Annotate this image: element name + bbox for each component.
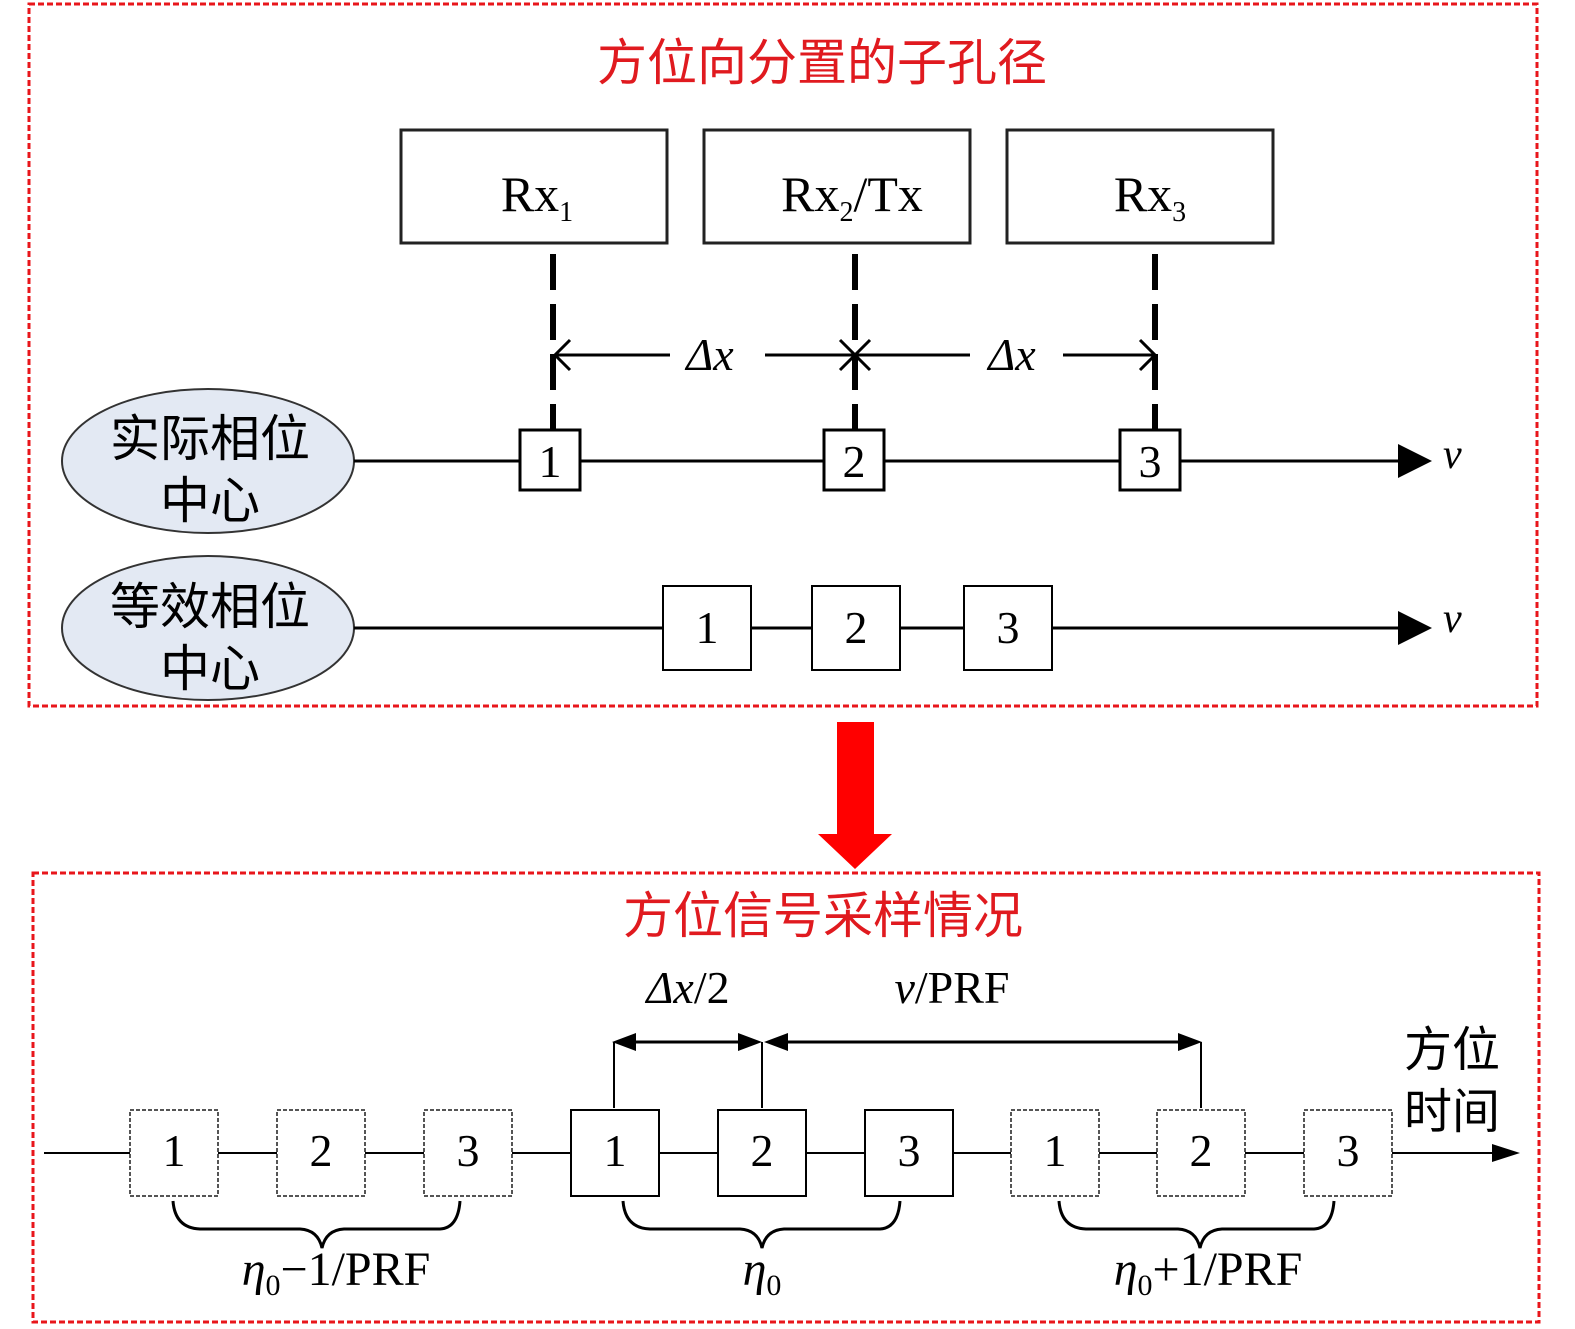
group-label-previous: η0−1/PRF xyxy=(242,1243,431,1302)
antenna-rx1-sub: 1 xyxy=(559,197,573,228)
svg-text:3: 3 xyxy=(1139,436,1162,487)
equivalent-box-1: 1 xyxy=(662,585,752,671)
equivalent-box-2: 2 xyxy=(811,585,901,671)
sample-box: 2 xyxy=(717,1109,807,1197)
svg-text:2: 2 xyxy=(843,436,866,487)
svg-text:3: 3 xyxy=(997,602,1020,653)
svg-text:2: 2 xyxy=(310,1125,333,1176)
svg-text:Δx: Δx xyxy=(986,329,1036,380)
actual-axis-arrowhead xyxy=(1398,444,1432,478)
svg-text:Rx2/Tx: Rx2/Tx xyxy=(781,166,923,228)
svg-text:Δx: Δx xyxy=(684,329,734,380)
antenna-rx1-base: Rx xyxy=(501,166,559,222)
equivalent-box-3: 3 xyxy=(963,585,1053,671)
prf-spacing-dimension xyxy=(764,1033,1202,1108)
spacing-dimension-right: Δx xyxy=(852,329,1158,380)
group-label-current: η0 xyxy=(743,1243,782,1302)
actual-phase-center-line2: 中心 xyxy=(160,472,260,530)
half-spacing-dimension xyxy=(612,1033,763,1108)
equivalent-axis-arrowhead xyxy=(1398,611,1432,645)
sample-box: 3 xyxy=(864,1109,954,1197)
svg-text:2: 2 xyxy=(1190,1125,1213,1176)
svg-text:1: 1 xyxy=(163,1125,186,1176)
azimuth-time-arrowhead xyxy=(1492,1144,1520,1162)
actual-phase-center-line1: 实际相位 xyxy=(110,410,310,468)
svg-text:3: 3 xyxy=(457,1125,480,1176)
antenna-rx3: Rx3 xyxy=(1005,128,1275,245)
top-panel-title: 方位向分置的子孔径 xyxy=(597,34,1047,92)
svg-text:Rx1: Rx1 xyxy=(501,166,573,228)
equivalent-velocity-label: v xyxy=(1443,596,1462,642)
antenna-rx2-sub: 2 xyxy=(839,197,853,228)
svg-text:3: 3 xyxy=(1337,1125,1360,1176)
antenna-rx3-base: Rx xyxy=(1114,166,1172,222)
azimuth-time-label-line2: 时间 xyxy=(1404,1084,1500,1140)
svg-text:2: 2 xyxy=(845,602,868,653)
svg-text:Rx3: Rx3 xyxy=(1114,166,1186,228)
bottom-panel-frame xyxy=(31,871,1541,1324)
svg-text:1: 1 xyxy=(696,602,719,653)
equivalent-phase-center-line2: 中心 xyxy=(160,640,260,698)
actual-box-1: 1 xyxy=(518,428,582,492)
prf-spacing-label: v/PRF xyxy=(894,962,1009,1013)
half-spacing-label: Δx/2 xyxy=(644,962,729,1013)
transition-arrow-icon xyxy=(818,722,892,869)
brace-icon xyxy=(1057,1200,1336,1249)
group-label-next: η0+1/PRF xyxy=(1114,1243,1303,1302)
sample-box: 1 xyxy=(129,1109,219,1197)
sample-box: 3 xyxy=(423,1109,513,1197)
spacing-dimension-left: Δx xyxy=(552,329,858,380)
bottom-panel-title: 方位信号采样情况 xyxy=(623,887,1023,945)
actual-box-2: 2 xyxy=(822,428,886,492)
sample-box: 2 xyxy=(1156,1109,1246,1197)
sample-group-next: 1 2 3 η0+1/PRF xyxy=(1010,1109,1393,1302)
svg-text:1: 1 xyxy=(1044,1125,1067,1176)
top-panel-frame xyxy=(27,2,1539,708)
azimuth-time-label-line1: 方位 xyxy=(1404,1022,1500,1078)
sample-box: 1 xyxy=(570,1109,660,1197)
spacing-label-left: Δx xyxy=(684,329,734,380)
antenna-rx1: Rx1 xyxy=(399,128,669,245)
sample-box: 3 xyxy=(1303,1109,1393,1197)
svg-text:1: 1 xyxy=(604,1125,627,1176)
svg-text:3: 3 xyxy=(898,1125,921,1176)
actual-velocity-label: v xyxy=(1443,432,1462,478)
equivalent-phase-center-line1: 等效相位 xyxy=(110,578,310,636)
sample-box: 2 xyxy=(276,1109,366,1197)
antenna-rx3-sub: 3 xyxy=(1172,197,1186,228)
spacing-label-right: Δx xyxy=(986,329,1036,380)
brace-icon xyxy=(171,1200,462,1249)
svg-text:2: 2 xyxy=(751,1125,774,1176)
sample-box: 1 xyxy=(1010,1109,1100,1197)
sample-group-current: 1 2 3 η0 xyxy=(570,1109,954,1302)
actual-box-3: 3 xyxy=(1118,428,1182,492)
antenna-rx2-tx: Rx2/Tx xyxy=(702,128,972,245)
brace-icon xyxy=(621,1200,902,1249)
svg-text:1: 1 xyxy=(539,436,562,487)
antenna-rx2-suffix: /Tx xyxy=(853,166,922,222)
sample-group-previous: 1 2 3 η0−1/PRF xyxy=(129,1109,513,1302)
antenna-rx2-base: Rx xyxy=(781,166,839,222)
